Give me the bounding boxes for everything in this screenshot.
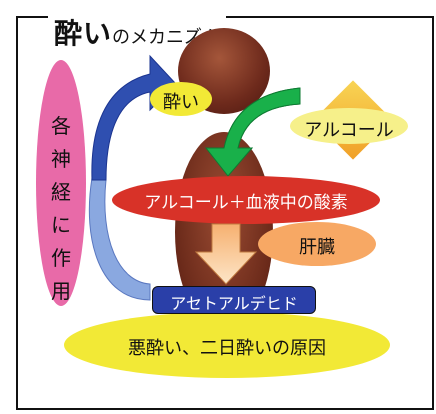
acetaldehyde-label: アセトアルデヒド: [170, 294, 298, 313]
alcohol-pill: [290, 108, 408, 144]
nerve-ellipse: [36, 60, 86, 306]
cause-label: 悪酔い、二日酔いの原因: [128, 338, 326, 359]
title-main: 酔い: [54, 17, 113, 50]
blood-band: [112, 176, 380, 224]
yoi-label: 酔い: [163, 92, 199, 113]
cause-ellipse: [64, 312, 390, 378]
nerve-label: 各神経に作用: [51, 114, 71, 303]
yoi-pill: [150, 82, 212, 116]
down-block-arrow: [194, 223, 258, 285]
liver-pill: [258, 222, 376, 266]
acetaldehyde-box: [152, 286, 316, 314]
blood-label: アルコール＋血液中の酸素: [144, 193, 348, 213]
liver-label: 肝臓: [299, 237, 335, 258]
alcohol-label: アルコール: [304, 120, 394, 141]
